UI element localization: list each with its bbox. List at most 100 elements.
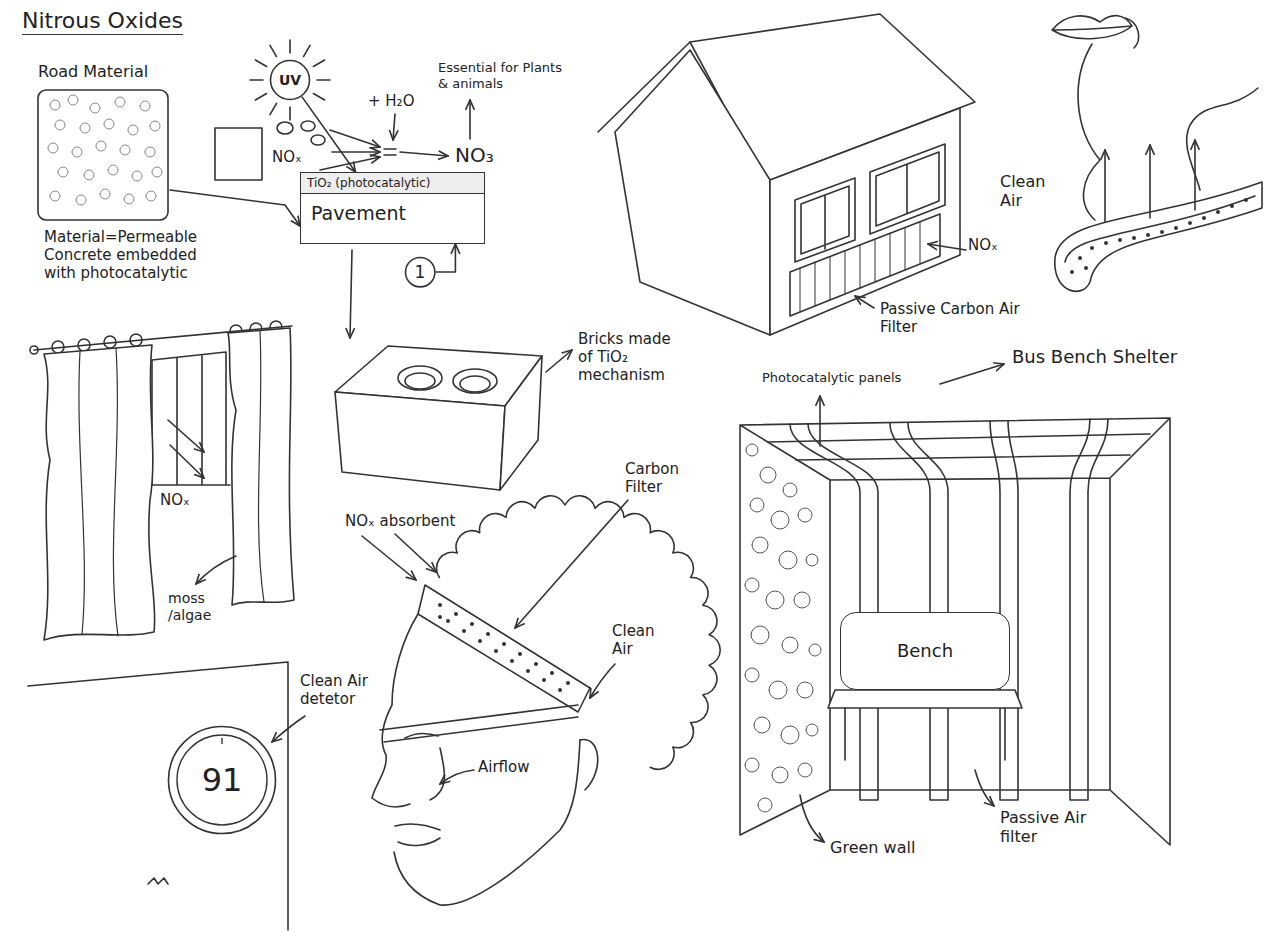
face-features	[405, 733, 598, 800]
filter-hatching	[800, 222, 920, 312]
carbon-headband	[418, 585, 590, 712]
rod-knob	[30, 346, 38, 354]
tray-pores	[1070, 198, 1248, 274]
pollutant-pebble	[277, 122, 293, 134]
flow-label: Airflow	[478, 758, 530, 776]
sun-rays	[250, 40, 330, 120]
leader-arrow	[196, 556, 236, 584]
airflow-arrow	[440, 770, 474, 784]
reaction-arrow	[332, 151, 380, 153]
bench-legs	[845, 708, 1005, 760]
part-label: moss /algae	[168, 590, 226, 624]
material-note: Material=Permeable Concrete embedded wit…	[44, 228, 219, 282]
roof-slats	[768, 434, 1150, 460]
reaction-arrow	[330, 130, 380, 147]
leader-arrow	[272, 716, 305, 742]
reaction-label: + H₂O	[368, 92, 414, 110]
chemical-label: NO₃	[455, 143, 494, 167]
brick-hole	[405, 373, 435, 389]
dial-ring	[177, 735, 267, 825]
part-label: Bricks made of TiO₂ mechanism	[578, 330, 678, 384]
brick-hole	[398, 366, 442, 390]
pencil-strokes	[28, 14, 1262, 930]
part-label: Green wall	[830, 838, 915, 857]
seat-label: Bench	[897, 640, 953, 662]
leader-arrow	[975, 770, 994, 806]
pollutant-pebble	[301, 121, 315, 131]
dial-tick	[221, 738, 222, 744]
chemical-label: NOₓ	[968, 236, 998, 254]
reaction-arrow	[393, 114, 395, 140]
part-label: NOₓ absorbent	[345, 512, 455, 530]
reading-value: 91	[202, 761, 243, 799]
house-gable-wall	[615, 50, 770, 335]
airflow-arrow	[1149, 145, 1151, 218]
leader-arrow	[855, 296, 874, 308]
leader-arrow	[928, 244, 966, 250]
flow-arrow	[170, 190, 300, 226]
house-window	[795, 178, 855, 262]
callout-number: 1	[415, 262, 426, 282]
part-label: Carbon Filter	[625, 460, 705, 496]
leader-arrow	[515, 500, 628, 628]
photocatalytic-strip	[1070, 419, 1108, 800]
bench-seat	[828, 690, 1022, 708]
part-label: Clean Air detetor	[300, 672, 395, 708]
equals-sign	[384, 149, 396, 155]
wall-corner	[28, 662, 288, 930]
curtain-fold	[79, 348, 118, 636]
flow-label: Clean Air	[1000, 172, 1062, 210]
material-swatch	[215, 128, 262, 180]
pollutant-arrow	[362, 536, 416, 580]
mask-strap	[380, 705, 578, 742]
flow-label: Clean Air	[612, 622, 668, 658]
leader-arrow	[819, 396, 821, 446]
airflow-arrow	[1104, 150, 1106, 222]
flow-arrow	[302, 97, 355, 172]
reaction-arrow	[400, 152, 448, 156]
leader-arrow	[546, 350, 572, 372]
filter-tray	[1055, 182, 1262, 291]
pollutant-arrow	[170, 445, 204, 478]
circle-border	[405, 257, 434, 286]
brick-hole	[453, 369, 497, 393]
leader-arrow	[940, 364, 1004, 384]
brick-side	[500, 356, 542, 490]
section-heading: Road Material	[36, 62, 170, 81]
circle-border	[271, 61, 310, 100]
part-label: Photocatalytic panels	[762, 370, 901, 386]
shelter-frame	[740, 418, 1170, 845]
callout-circle: 1	[404, 256, 436, 288]
sun-label: UV	[279, 72, 301, 89]
green-wall-foliage	[745, 444, 821, 812]
material-sample: Road Material	[36, 62, 170, 222]
pollutant-pebble	[311, 135, 325, 145]
object-title: Bus Bench Shelter	[1012, 346, 1177, 368]
filter-dots	[438, 603, 570, 692]
moss-curtain	[44, 345, 155, 640]
pencil-squiggle	[148, 878, 168, 884]
brick-front	[335, 392, 505, 490]
photocatalytic-strip	[990, 421, 1018, 800]
page-title: Nitrous Oxides	[22, 8, 183, 35]
airflow-arrow	[1194, 140, 1196, 210]
curtain-fold	[259, 331, 264, 602]
moss-curtain	[228, 328, 294, 605]
air-detector: 91	[167, 725, 277, 835]
pavement-box: TiO₂ (photocatalytic)Pavement	[300, 172, 485, 244]
leader-arrow	[469, 100, 471, 139]
box-body: Pavement	[301, 194, 484, 233]
mouth-outline	[1052, 16, 1139, 48]
part-label: Passive Air filter	[1000, 808, 1112, 846]
note-text: Essential for Plants & animals	[438, 60, 566, 91]
flow-arrow	[436, 244, 455, 272]
brick-hole	[460, 376, 490, 392]
leader-arrow	[350, 250, 352, 338]
leader-arrow	[590, 664, 615, 698]
chemical-label: NOₓ	[160, 491, 190, 509]
leader-arrow	[800, 795, 824, 842]
chemical-label: NOₓ	[272, 148, 302, 166]
concrete-sample	[38, 90, 168, 220]
part-label: Passive Carbon Air Filter	[880, 300, 1030, 336]
